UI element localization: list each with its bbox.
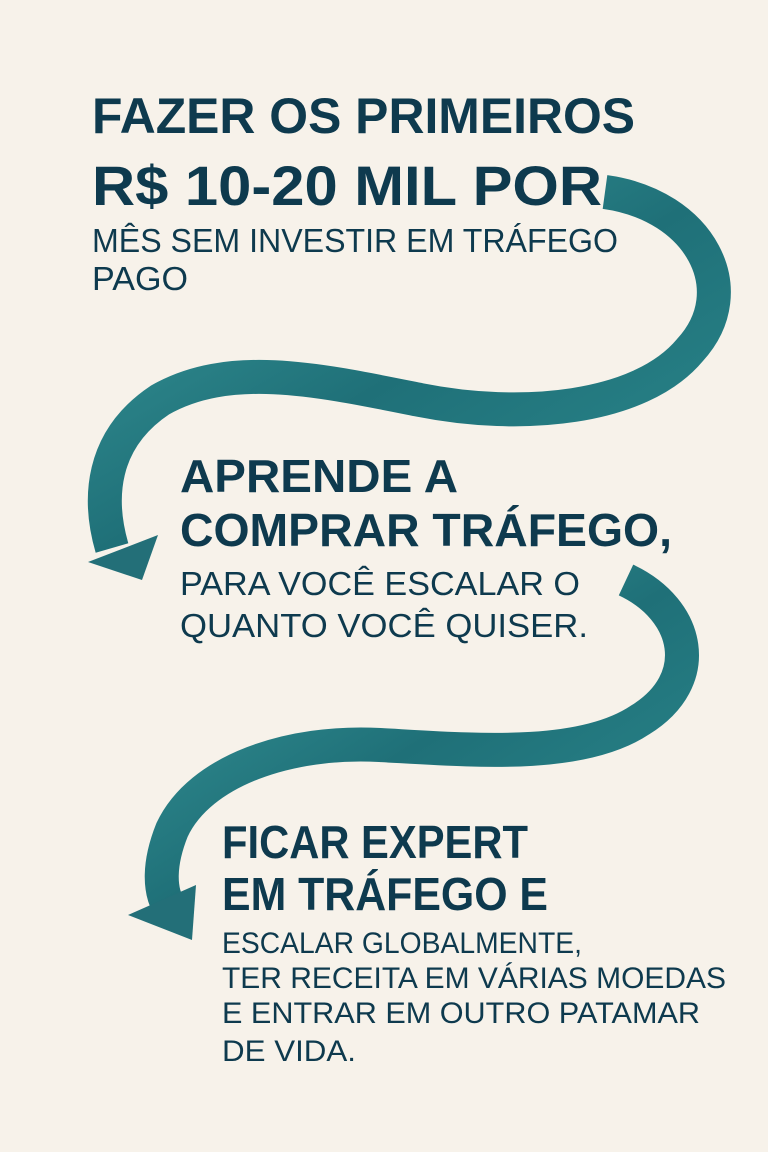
step-1-headline: R$ 10-20 MIL POR [92, 154, 602, 217]
step-3-body: DE VIDA. [222, 1035, 356, 1068]
step-3-headline: FICAR EXPERT [222, 816, 528, 868]
curved-arrow-icon [87, 175, 731, 580]
curved-arrow-icon [128, 564, 699, 940]
step-3-body: ESCALAR GLOBALMENTE, [222, 927, 582, 960]
step-3: FICAR EXPERT EM TRÁFEGO E ESCALAR GLOBAL… [222, 816, 726, 1068]
step-1-body: MÊS SEM INVESTIR EM TRÁFEGO [92, 222, 618, 259]
step-2-headline: COMPRAR TRÁFEGO, [180, 504, 672, 556]
step-2-body: PARA VOCÊ ESCALAR O [180, 565, 580, 602]
step-1-body: PAGO [92, 260, 188, 297]
step-2: APRENDE A COMPRAR TRÁFEGO, PARA VOCÊ ESC… [180, 450, 672, 644]
step-3-body: TER RECEITA EM VÁRIAS MOEDAS [222, 962, 726, 995]
step-1-headline: FAZER OS PRIMEIROS [92, 88, 635, 144]
step-3-headline: EM TRÁFEGO E [222, 868, 548, 920]
step-1: FAZER OS PRIMEIROS R$ 10-20 MIL POR MÊS … [92, 88, 635, 297]
step-2-body: QUANTO VOCÊ QUISER. [180, 607, 588, 644]
step-2-headline: APRENDE A [180, 450, 458, 502]
step-3-body: E ENTRAR EM OUTRO PATAMAR [222, 997, 700, 1030]
